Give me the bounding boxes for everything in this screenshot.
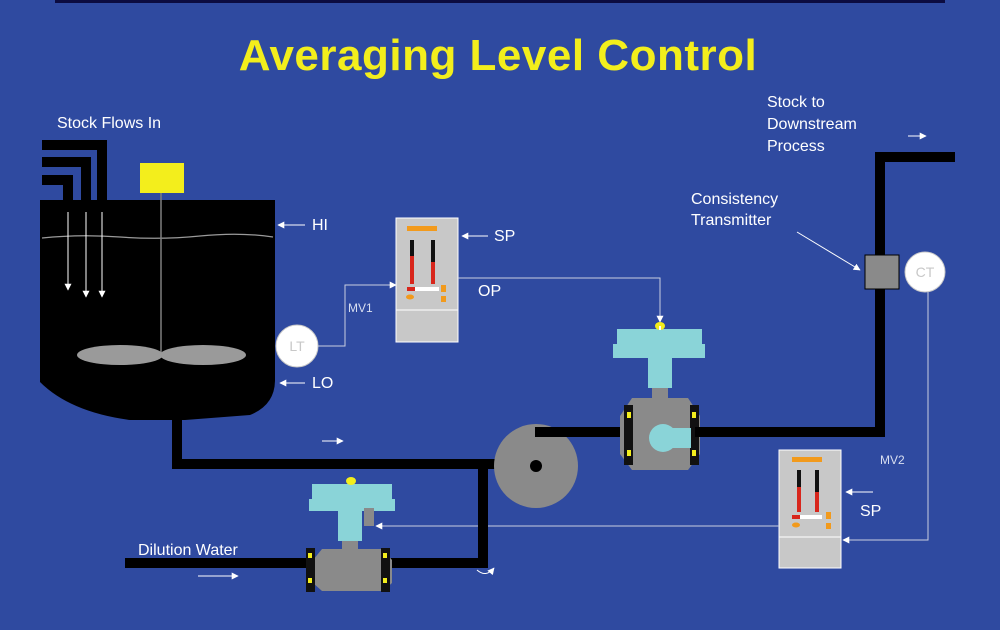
label-mv2: MV2	[880, 453, 905, 467]
agitator-blade-right	[160, 345, 246, 365]
label-transmitter: Transmitter	[691, 212, 772, 229]
agitator-blade-left	[77, 345, 163, 365]
level-controller	[395, 217, 459, 343]
label-lo: LO	[312, 375, 333, 392]
label-hi: HI	[312, 217, 328, 234]
consistency-controller	[778, 449, 842, 569]
dilution-control-valve	[306, 477, 395, 592]
label-op: OP	[478, 283, 501, 300]
consistency-transmitter-box	[864, 254, 900, 290]
label-sp-2: SP	[860, 503, 881, 520]
label-lt: LT	[289, 338, 305, 354]
label-sp-1: SP	[494, 228, 515, 245]
label-downstream: Downstream	[767, 116, 857, 133]
consistency-transmitter-circle	[904, 251, 946, 293]
label-ct: CT	[916, 264, 935, 280]
label-stock-flows-in: Stock Flows In	[57, 115, 161, 132]
label-stock-to: Stock to	[767, 94, 825, 111]
tank-outlet-pipe	[172, 415, 520, 469]
diagram-title: Averaging Level Control	[239, 31, 757, 80]
label-process: Process	[767, 138, 825, 155]
label-consistency: Consistency	[691, 191, 778, 208]
label-mv1: MV1	[348, 301, 373, 315]
pump	[494, 424, 578, 508]
downstream-pipe	[695, 152, 955, 437]
top-border	[55, 0, 945, 3]
tank	[40, 163, 275, 420]
inlet-pipes	[42, 140, 107, 298]
level-sensor-box	[140, 163, 184, 193]
main-control-valve	[613, 322, 705, 470]
dilution-water-pipe	[125, 463, 488, 568]
label-dilution-water: Dilution Water	[138, 542, 239, 559]
